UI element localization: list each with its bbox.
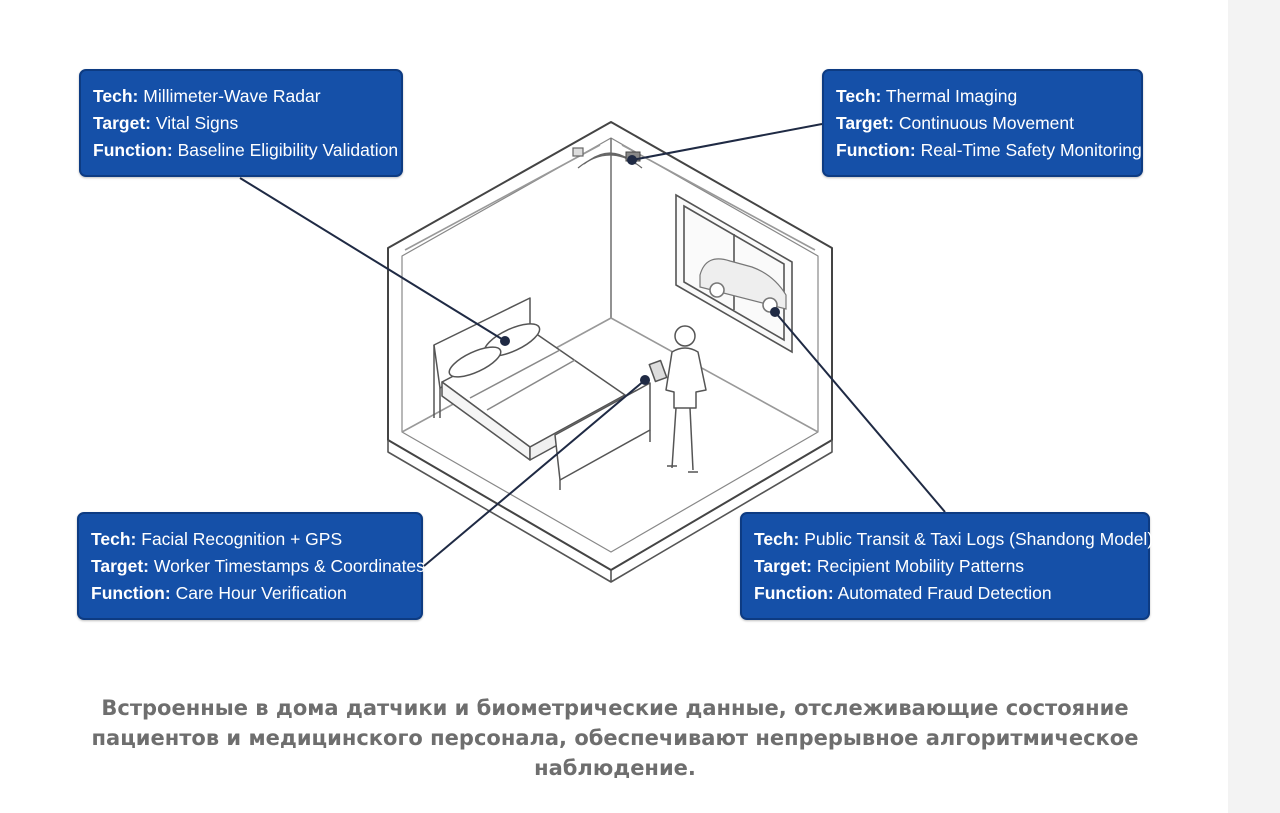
connector-lines [239, 123, 946, 567]
value-tech: Thermal Imaging [885, 86, 1018, 106]
caregiver-figure [648, 325, 707, 473]
callout-transit: Tech: Public Transit & Taxi Logs (Shando… [740, 512, 1154, 620]
value-target: Worker Timestamps & Coordinates [153, 556, 425, 576]
value-function: Baseline Eligibility Validation [177, 140, 399, 160]
bed [433, 297, 651, 490]
label-function: Function: [836, 140, 916, 160]
callout-facial: Tech: Facial Recognition + GPS Target: W… [77, 512, 425, 620]
value-tech: Public Transit & Taxi Logs (Shandong Mod… [804, 529, 1154, 549]
dot-radar [500, 336, 510, 346]
caption-text: Встроенные в дома датчики и биометрическ… [91, 696, 1139, 780]
dot-thermal [627, 155, 637, 165]
label-tech: Tech: [836, 86, 882, 106]
label-target: Target: [754, 556, 813, 576]
connector-thermal [631, 123, 823, 161]
label-tech: Tech: [91, 529, 137, 549]
car-icon [699, 258, 787, 310]
dot-facial [640, 375, 650, 385]
connector-dots [500, 155, 780, 385]
value-function: Care Hour Verification [175, 583, 347, 603]
label-function: Function: [754, 583, 834, 603]
label-target: Target: [93, 113, 152, 133]
value-function: Real-Time Safety Monitoring [920, 140, 1142, 160]
callout-radar: Tech: Millimeter-Wave Radar Target: Vita… [79, 69, 403, 177]
label-tech: Tech: [93, 86, 139, 106]
label-function: Function: [91, 583, 171, 603]
value-tech: Facial Recognition + GPS [141, 529, 343, 549]
connector-facial [423, 379, 646, 567]
label-tech: Tech: [754, 529, 800, 549]
label-function: Function: [93, 140, 173, 160]
callout-thermal: Tech: Thermal Imaging Target: Continuous… [822, 69, 1143, 177]
value-target: Recipient Mobility Patterns [816, 556, 1025, 576]
connector-transit [774, 311, 946, 513]
value-function: Automated Fraud Detection [837, 583, 1052, 603]
right-margin-strip [1228, 0, 1280, 813]
room-inner-outline [401, 137, 819, 553]
label-target: Target: [91, 556, 150, 576]
label-target: Target: [836, 113, 895, 133]
connector-radar [239, 177, 506, 342]
value-target: Vital Signs [155, 113, 239, 133]
dot-transit [770, 307, 780, 317]
value-target: Continuous Movement [898, 113, 1074, 133]
value-tech: Millimeter-Wave Radar [143, 86, 321, 106]
